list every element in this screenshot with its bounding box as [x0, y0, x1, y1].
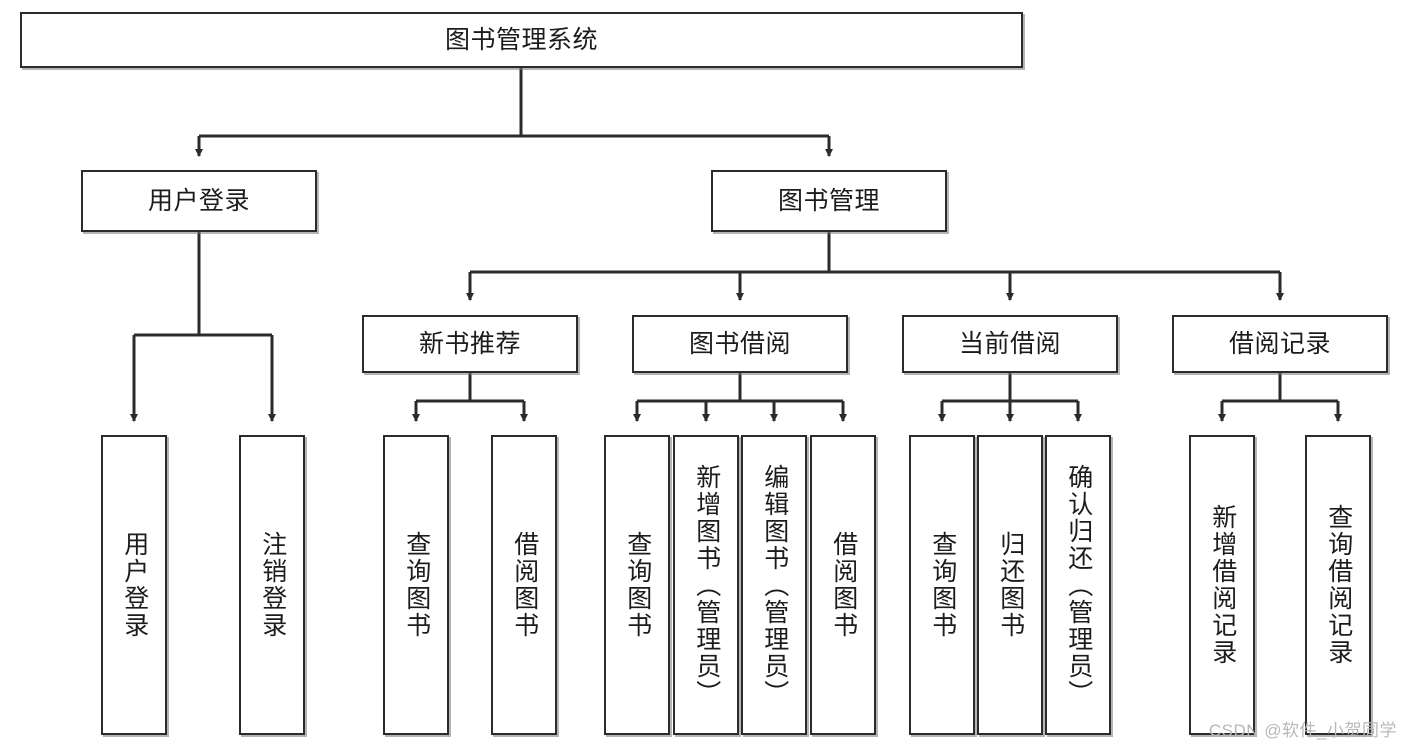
node-borrow-record[interactable]: 借阅记录 [1172, 315, 1388, 373]
leaf-query-book-current[interactable]: 查询图书 [909, 435, 975, 735]
leaf-borrow-book[interactable]: 借阅图书 [810, 435, 876, 735]
node-root-system[interactable]: 图书管理系统 [20, 12, 1023, 68]
leaf-add-borrow-record[interactable]: 新增借阅记录 [1189, 435, 1255, 735]
node-new-book-recommend[interactable]: 新书推荐 [362, 315, 578, 373]
leaf-borrow-book-new[interactable]: 借阅图书 [491, 435, 557, 735]
node-book-borrow[interactable]: 图书借阅 [632, 315, 848, 373]
leaf-query-book-new[interactable]: 查询图书 [383, 435, 449, 735]
node-user-login[interactable]: 用户登录 [81, 170, 317, 232]
node-current-borrow[interactable]: 当前借阅 [902, 315, 1118, 373]
leaf-query-book-borrow[interactable]: 查询图书 [604, 435, 670, 735]
leaf-edit-book-admin[interactable]: 编辑图书（管理员） [741, 435, 807, 735]
node-book-management[interactable]: 图书管理 [711, 170, 947, 232]
leaf-add-book-admin[interactable]: 新增图书（管理员） [673, 435, 739, 735]
leaf-user-login[interactable]: 用户登录 [101, 435, 167, 735]
csdn-watermark: CSDN @软件_小贺同学 [1208, 721, 1397, 740]
leaf-query-borrow-record[interactable]: 查询借阅记录 [1305, 435, 1371, 735]
leaf-logout-login[interactable]: 注销登录 [239, 435, 305, 735]
leaf-return-book[interactable]: 归还图书 [977, 435, 1043, 735]
leaf-confirm-return-admin[interactable]: 确认归还（管理员） [1045, 435, 1111, 735]
